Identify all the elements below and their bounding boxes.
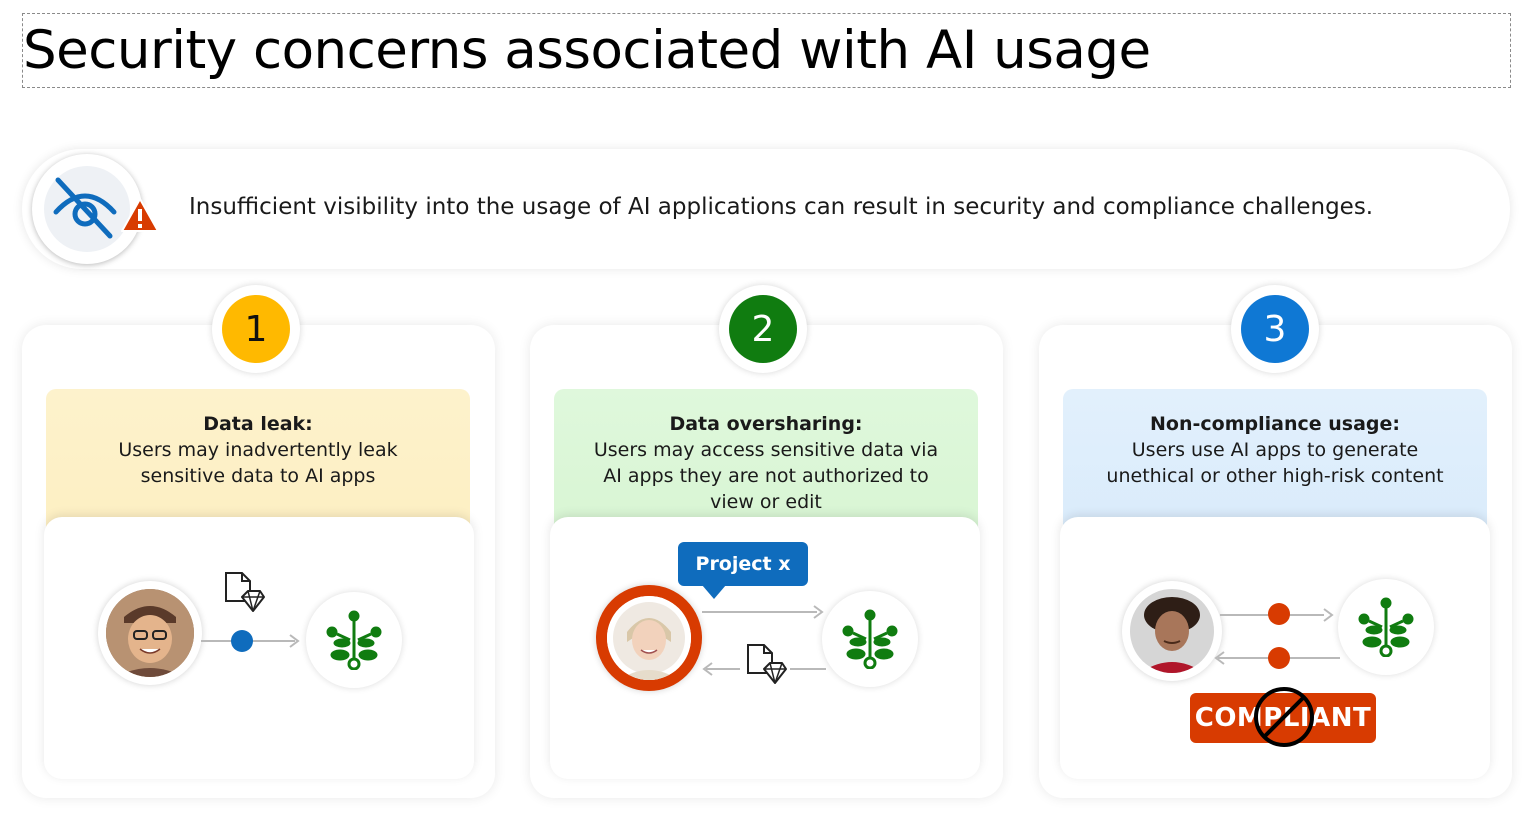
card-body: Users may access sensitive data via AI a… <box>593 439 939 513</box>
arrow-right-icon <box>1323 608 1334 622</box>
avatar <box>1122 581 1222 681</box>
ai-app-badge <box>1338 579 1434 675</box>
project-tag: Project x <box>678 542 808 586</box>
page-title: Security concerns associated with AI usa… <box>23 20 1151 81</box>
flow-line-in <box>706 668 740 670</box>
ai-app-badge <box>306 592 402 688</box>
step-number: 2 <box>729 295 797 363</box>
project-tag-pointer <box>702 585 726 599</box>
flow-line-out <box>702 611 817 613</box>
card-illustration <box>44 517 474 779</box>
ai-app-icon <box>1358 597 1414 657</box>
arrow-left-icon <box>702 662 713 676</box>
ai-app-icon <box>842 609 898 669</box>
arrow-right-icon <box>813 605 824 619</box>
card-data-oversharing: Data oversharing: Users may access sensi… <box>530 325 1003 798</box>
visibility-banner: Insufficient visibility into the usage o… <box>22 149 1510 269</box>
sensitive-document-icon <box>225 572 265 612</box>
prohibited-icon <box>1254 687 1314 747</box>
avatar <box>98 581 202 685</box>
banner-icon-badge <box>32 154 159 264</box>
card-illustration: COMPLIANT <box>1060 517 1490 779</box>
card-body: Users may inadvertently leak sensitive d… <box>118 439 398 487</box>
response-dot <box>1268 647 1290 669</box>
card-title: Data leak: <box>203 413 313 435</box>
step-number-badge-2: 2 <box>719 285 807 373</box>
card-title: Data oversharing: <box>669 413 863 435</box>
card-title: Non-compliance usage: <box>1150 413 1400 435</box>
data-dot <box>231 630 253 652</box>
card-description: Data oversharing: Users may access sensi… <box>554 389 978 539</box>
title-box: Security concerns associated with AI usa… <box>22 13 1511 88</box>
step-number: 1 <box>222 295 290 363</box>
prompt-dot <box>1268 603 1290 625</box>
ai-app-badge <box>822 591 918 687</box>
user-photo <box>607 596 691 680</box>
user-photo <box>1130 589 1214 673</box>
card-non-compliance: Non-compliance usage: Users use AI apps … <box>1039 325 1512 798</box>
card-illustration: Project x <box>550 517 980 779</box>
user-photo <box>106 589 194 677</box>
card-data-leak: Data leak: Users may inadvertently leak … <box>22 325 495 798</box>
sensitive-document-icon <box>747 644 787 684</box>
step-number: 3 <box>1241 295 1309 363</box>
card-body: Users use AI apps to generate unethical … <box>1106 439 1444 487</box>
step-number-badge-3: 3 <box>1231 285 1319 373</box>
avatar <box>596 585 702 691</box>
flow-line-in <box>790 668 826 670</box>
card-description: Non-compliance usage: Users use AI apps … <box>1063 389 1487 539</box>
ai-app-icon <box>326 610 382 670</box>
card-description: Data leak: Users may inadvertently leak … <box>46 389 470 539</box>
step-number-badge-1: 1 <box>212 285 300 373</box>
warning-icon <box>121 198 159 232</box>
arrow-left-icon <box>1214 651 1225 665</box>
eye-off-icon <box>53 177 117 239</box>
arrow-right-icon <box>289 634 300 648</box>
banner-text: Insufficient visibility into the usage o… <box>189 194 1374 220</box>
